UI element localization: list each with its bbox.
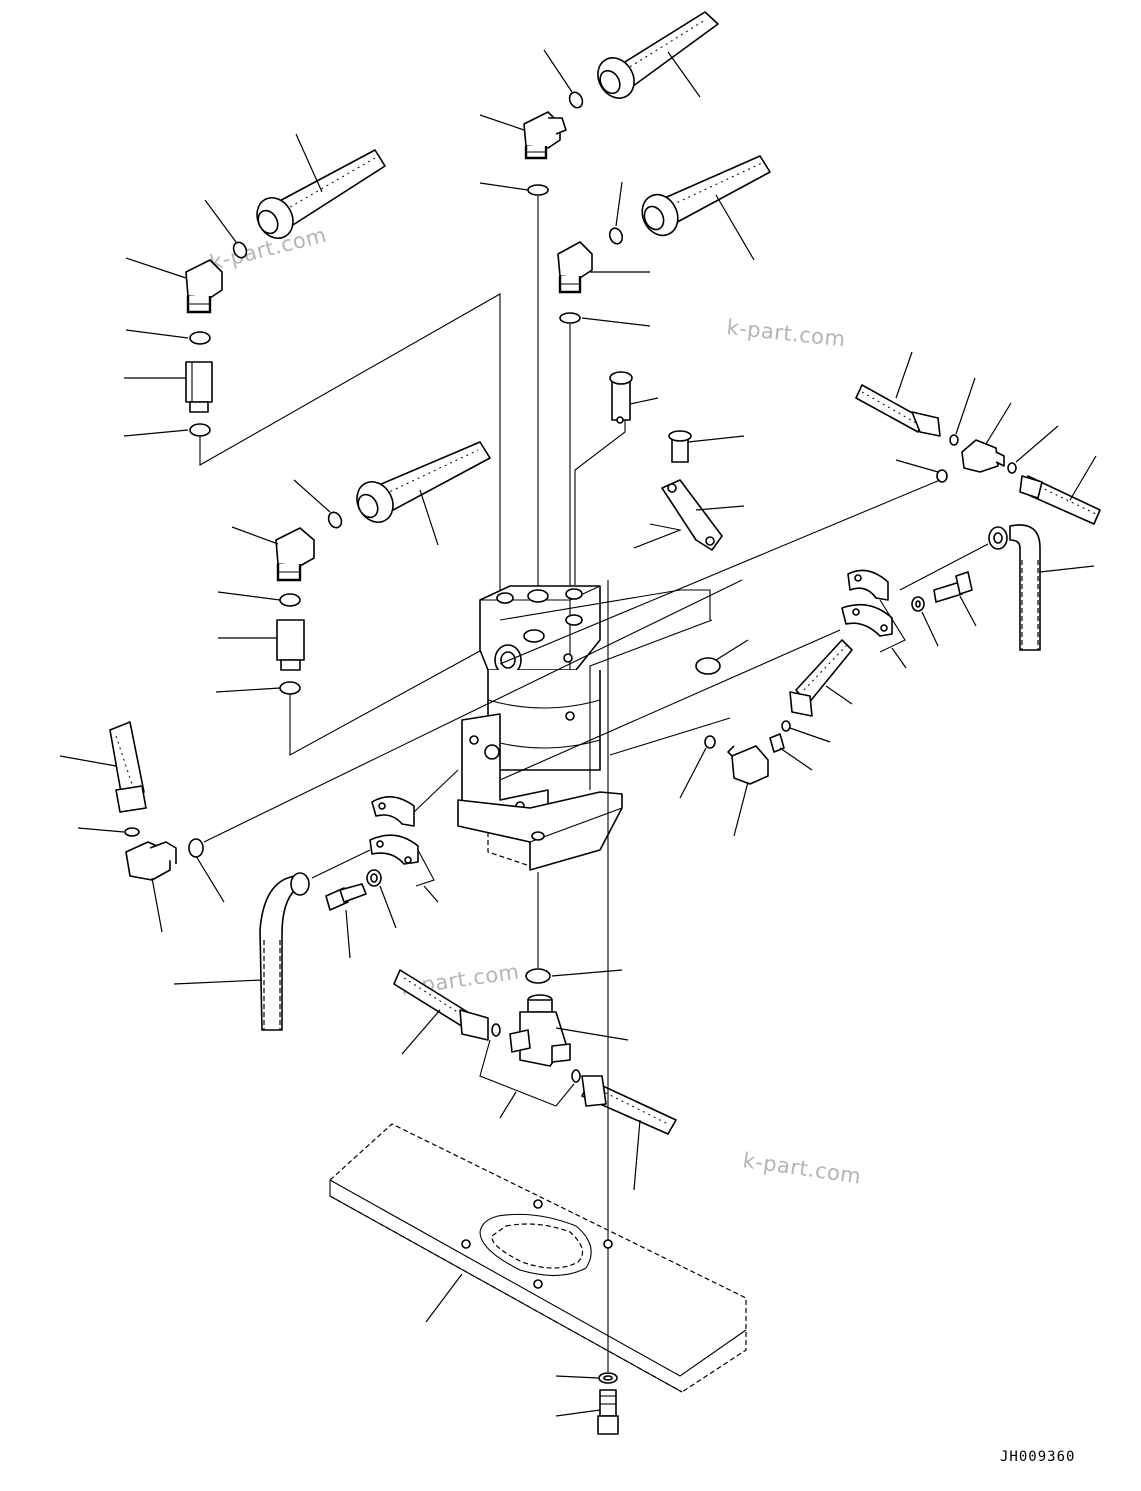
clamp-icon (841, 603, 893, 637)
o-ring-icon (571, 1069, 581, 1083)
mounting-plate-icon (329, 1123, 747, 1393)
o-ring-icon (936, 469, 948, 483)
watermark-4: k-part.com (741, 1148, 863, 1188)
elbow-fitting-icon (275, 527, 315, 582)
adapter-fitting-icon (276, 619, 305, 671)
o-ring-icon (527, 184, 549, 196)
bolt-icon (597, 1389, 619, 1435)
clamp-icon (369, 834, 419, 865)
o-ring-icon (949, 434, 959, 446)
o-ring-icon (232, 241, 248, 259)
o-ring-icon (279, 593, 301, 607)
o-ring-icon (279, 681, 301, 695)
washer-icon (911, 596, 925, 612)
hose-icon (597, 11, 719, 99)
middle-left-hose-assembly (215, 441, 501, 756)
pin-icon (609, 371, 633, 424)
hose-icon (393, 969, 489, 1041)
watermark-2: k-part.com (725, 315, 846, 351)
hose-icon (259, 872, 310, 1031)
washer-icon (366, 869, 382, 887)
hose-icon (789, 639, 853, 717)
o-ring-icon (1007, 462, 1017, 474)
o-ring-icon (491, 1023, 501, 1037)
grease-nipple-icon (769, 733, 785, 753)
o-ring-icon (189, 331, 211, 345)
plug-icon (695, 657, 721, 675)
tee-fitting-icon (509, 994, 571, 1067)
o-ring-icon (327, 511, 343, 529)
top-center-hose-assembly (479, 11, 719, 590)
elbow-fitting-icon (125, 841, 177, 881)
tee-fitting-icon (727, 745, 769, 785)
adapter-fitting-icon (185, 361, 213, 413)
left-lower-assembly (59, 579, 743, 933)
clamp-icon (371, 796, 415, 827)
hose-icon (988, 524, 1041, 651)
latch-assembly (574, 371, 745, 585)
o-ring-icon (704, 735, 716, 749)
elbow-fitting-icon (557, 241, 593, 294)
upper-left-hose-assembly (123, 133, 501, 590)
tee-fitting-icon (961, 439, 1005, 473)
o-ring-icon (189, 423, 211, 437)
clamp-icon (847, 569, 889, 601)
bolt-icon (325, 883, 367, 911)
o-ring-icon (124, 827, 140, 837)
o-ring-icon (568, 91, 584, 109)
elbow-fitting-icon (523, 111, 567, 160)
left-clamp-assembly (173, 769, 459, 1031)
right-clamp-assembly (499, 524, 1095, 781)
right-middle-assembly (679, 639, 853, 837)
drawing-code: JH009360 (1000, 1449, 1075, 1465)
hose-icon (356, 441, 491, 523)
hose-icon (855, 384, 941, 437)
o-ring-icon (188, 838, 204, 858)
bolt-icon (668, 430, 692, 463)
hose-icon (256, 149, 386, 239)
hose-icon (641, 155, 771, 237)
bolt-icon (933, 571, 973, 603)
latch-plate-icon (661, 479, 723, 551)
right-tee-assembly (499, 351, 1101, 665)
bottom-bolt-assembly (555, 1372, 619, 1435)
washer-icon (598, 1372, 618, 1384)
o-ring-icon (559, 312, 581, 324)
o-ring-icon (525, 968, 551, 984)
elbow-fitting-icon (185, 259, 223, 314)
hose-icon (1019, 475, 1101, 525)
hose-icon (109, 721, 147, 813)
o-ring-icon (781, 720, 791, 732)
upper-right-hose-assembly (557, 155, 771, 590)
swivel-joint-icon (457, 585, 623, 871)
o-ring-icon (608, 227, 624, 245)
hose-icon (581, 1075, 677, 1135)
